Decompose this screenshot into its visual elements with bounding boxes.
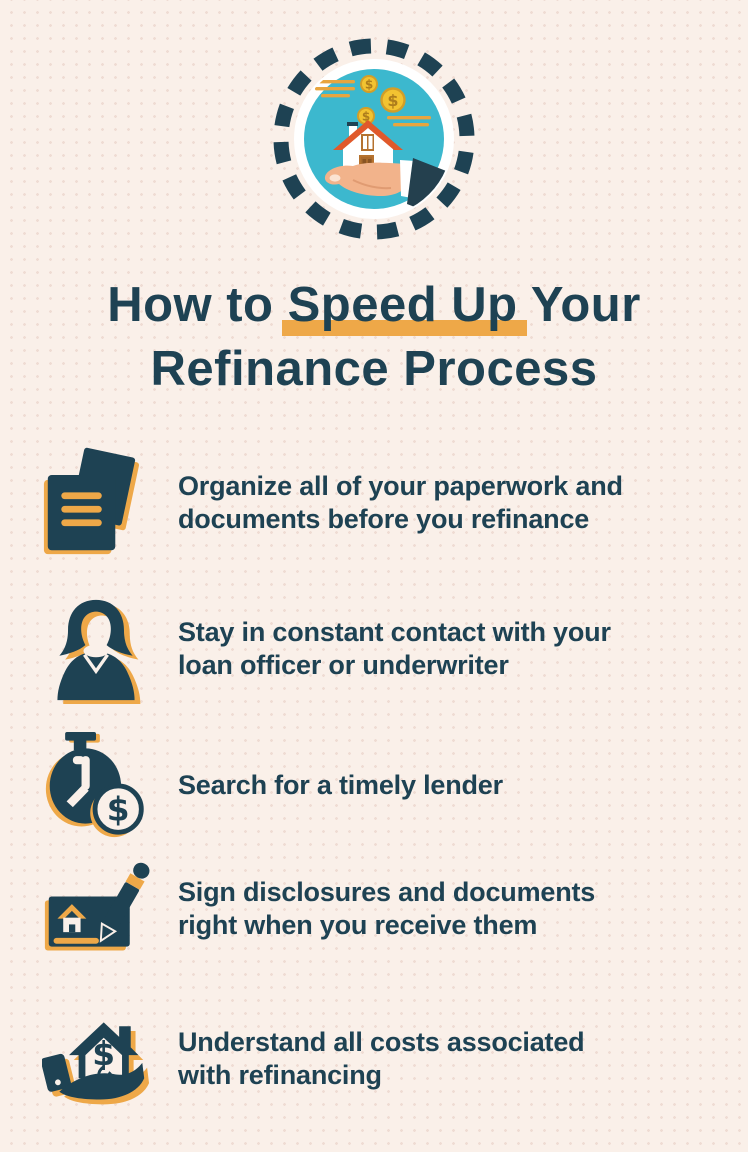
title-suffix: Your [517, 278, 641, 332]
title-prefix: How to [107, 278, 288, 332]
svg-text:$: $ [362, 110, 370, 124]
loan-officer-icon [40, 592, 152, 706]
documents-icon [40, 446, 152, 560]
svg-text:$: $ [92, 1035, 115, 1073]
tip-line: documents before you refinance [178, 504, 590, 534]
title-highlight: Speed Up [281, 273, 527, 337]
house-cost-hand-icon: $ [40, 1002, 152, 1116]
tip-line: Stay in constant contact with your [178, 617, 611, 647]
tip-line: with refinancing [178, 1060, 382, 1090]
stopwatch-dollar-icon: $ [40, 728, 152, 842]
tip-text: Stay in constant contact with your loan … [178, 616, 611, 682]
tip-text: Search for a timely lender [178, 769, 503, 802]
svg-text:$: $ [107, 791, 130, 829]
tip-text: Understand all costs associated with ref… [178, 1026, 585, 1092]
tip-line: Sign disclosures and documents [178, 877, 596, 907]
tip-row-organize-paperwork: Organize all of your paperwork and docum… [40, 446, 728, 560]
svg-text:$: $ [387, 91, 398, 110]
badge: $ $ $ [269, 34, 479, 244]
svg-text:$: $ [365, 78, 373, 92]
house-in-hand-with-coins-icon: $ $ $ [273, 38, 475, 240]
tip-text: Organize all of your paperwork and docum… [178, 470, 623, 536]
dashed-ring [273, 38, 475, 240]
tip-line: Understand all costs associated [178, 1027, 585, 1057]
tip-row-sign-disclosures: Sign disclosures and documents right whe… [40, 852, 728, 966]
tip-line: right when you receive them [178, 910, 538, 940]
title-line2: Refinance Process [150, 342, 598, 396]
tip-line: Organize all of your paperwork and [178, 471, 623, 501]
tip-line: loan officer or underwriter [178, 650, 509, 680]
tip-line: Search for a timely lender [178, 769, 503, 800]
tip-text: Sign disclosures and documents right whe… [178, 876, 595, 942]
tip-row-timely-lender: $ Search for a timely lender [40, 728, 728, 842]
coin-icon: $ $ $ [357, 75, 406, 125]
sign-document-icon [40, 852, 152, 966]
page-title: How to Speed Up Your Refinance Process [0, 273, 748, 401]
tip-row-loan-officer: Stay in constant contact with your loan … [40, 592, 728, 706]
tip-row-understand-costs: $ Understand all costs associated with r… [40, 1002, 728, 1116]
